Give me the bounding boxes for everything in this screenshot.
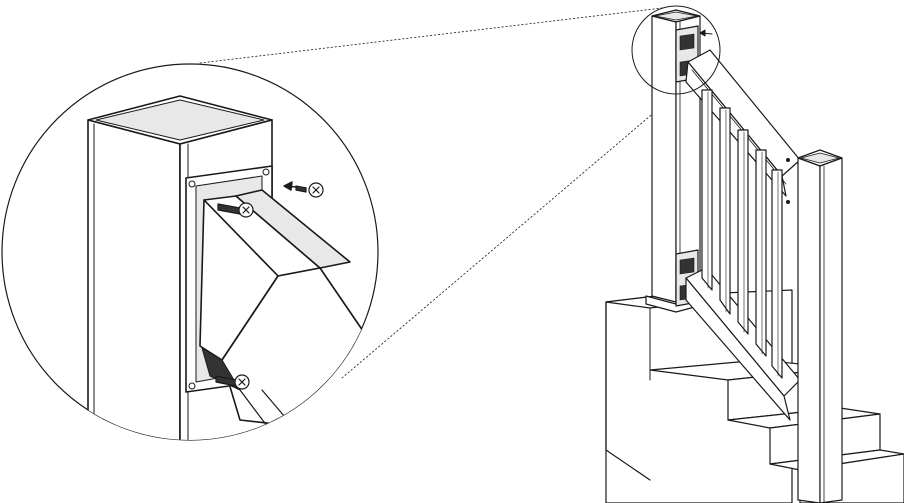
- upper-bracket-slot: [679, 33, 695, 51]
- stair-side-edge: [605, 301, 651, 481]
- top-post-cap-inner: [654, 11, 698, 21]
- baluster-2: [719, 107, 731, 315]
- bracket-hole-tr: [262, 168, 270, 176]
- projection-line-bottom: [341, 87, 684, 379]
- screw-top: [217, 202, 254, 218]
- top-post-left: [651, 15, 677, 303]
- baluster-5: [771, 169, 783, 379]
- bottom-post-left: [797, 157, 821, 503]
- bottom-post-right: [819, 157, 843, 503]
- bottom-rail-face: [685, 277, 791, 421]
- screw-dots: [786, 158, 790, 204]
- bracket-hole-tl: [188, 180, 196, 188]
- projection-line-top: [199, 7, 663, 64]
- balusters: [701, 89, 783, 379]
- top-rail-line: [691, 69, 787, 185]
- screw-icon: [215, 374, 250, 390]
- screw-side: [283, 181, 324, 198]
- arrow-left-icon: [699, 29, 713, 37]
- bottom-post: [797, 149, 843, 503]
- stair-railing-assembly: [605, 5, 904, 503]
- detail-callout-circle: [631, 5, 721, 95]
- screw-icon: [217, 202, 254, 218]
- bottom-post-cap-inner: [800, 152, 840, 164]
- bracket-hole-bl: [188, 382, 196, 390]
- detail-zoom-circle: [1, 63, 379, 441]
- screw-icon: [295, 182, 324, 198]
- baluster-4: [755, 149, 767, 357]
- rail-side-face: [235, 189, 351, 269]
- screw-dot-1: [786, 158, 790, 162]
- screw-bottom: [215, 374, 250, 390]
- rail-edge-a: [221, 275, 279, 361]
- baluster-3: [737, 129, 749, 335]
- stair-steps: [605, 289, 904, 503]
- post-left-face: [87, 119, 181, 440]
- zoom-projection-lines: [199, 7, 684, 379]
- baluster-1: [701, 89, 713, 291]
- screw-dot-2: [786, 200, 790, 204]
- lower-bracket-slot: [679, 257, 695, 275]
- post-top-inner: [95, 99, 265, 141]
- rail-detail: [199, 189, 377, 440]
- zoom-contents: [87, 95, 377, 440]
